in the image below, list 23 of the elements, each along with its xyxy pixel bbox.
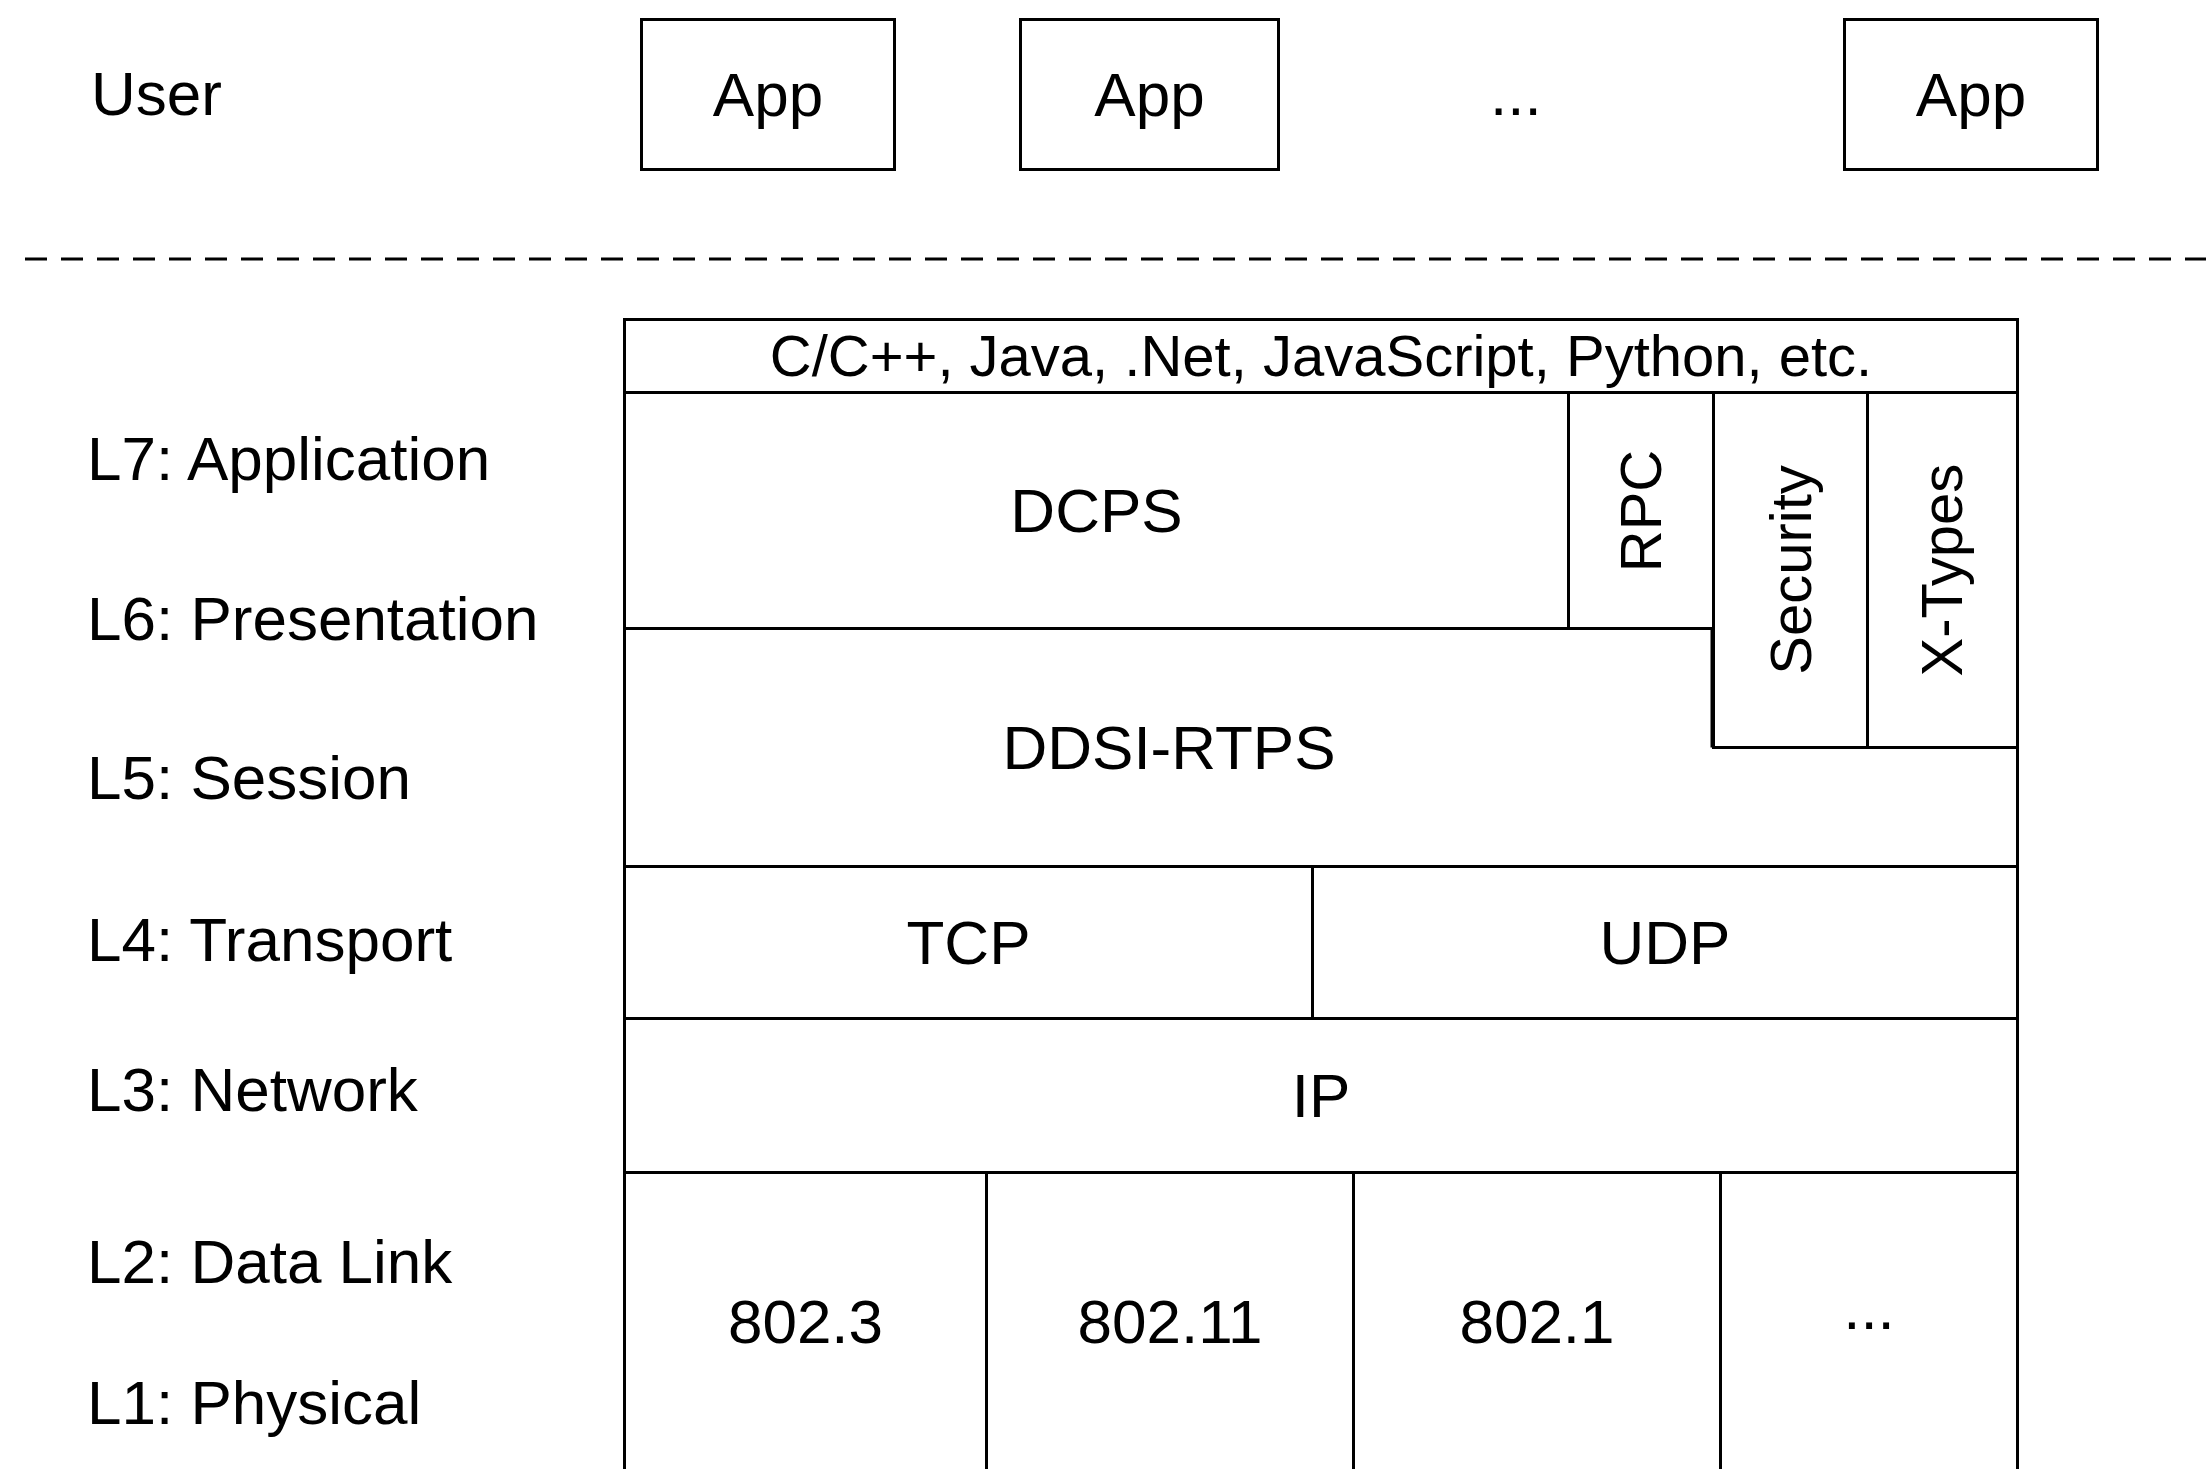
- layer-label: ...: [1843, 1276, 1895, 1339]
- layer-label: DCPS: [1010, 479, 1183, 542]
- layer-label: 802.11: [1077, 1290, 1263, 1353]
- layer-label: 802.3: [727, 1290, 884, 1353]
- ellipsis: ...: [1490, 63, 1542, 125]
- layer-name: L6: Presentation: [87, 588, 539, 650]
- vertical-layer-label: RPC: [1612, 449, 1670, 572]
- protocol-layer-box: [623, 1017, 2019, 1174]
- layer-name: L3: Network: [87, 1059, 418, 1121]
- layer-label: 802.1: [1459, 1290, 1615, 1353]
- layer-label: DDSI-RTPS: [1002, 716, 1336, 779]
- protocol-layer-box: [623, 318, 2019, 394]
- app-box: [1019, 18, 1280, 171]
- vertical-layer-label: X-Types: [1913, 463, 1972, 677]
- layer-name: User: [91, 63, 222, 125]
- protocol-layer-box: [1866, 391, 2019, 749]
- app-box: [1843, 18, 2099, 171]
- layer-label: TCP: [906, 911, 1031, 974]
- layer-label: IP: [1291, 1064, 1351, 1127]
- layer-label: UDP: [1599, 911, 1731, 974]
- layer-name: L2: Data Link: [87, 1231, 453, 1293]
- app-box: [640, 18, 896, 171]
- layer-name: L5: Session: [87, 747, 411, 809]
